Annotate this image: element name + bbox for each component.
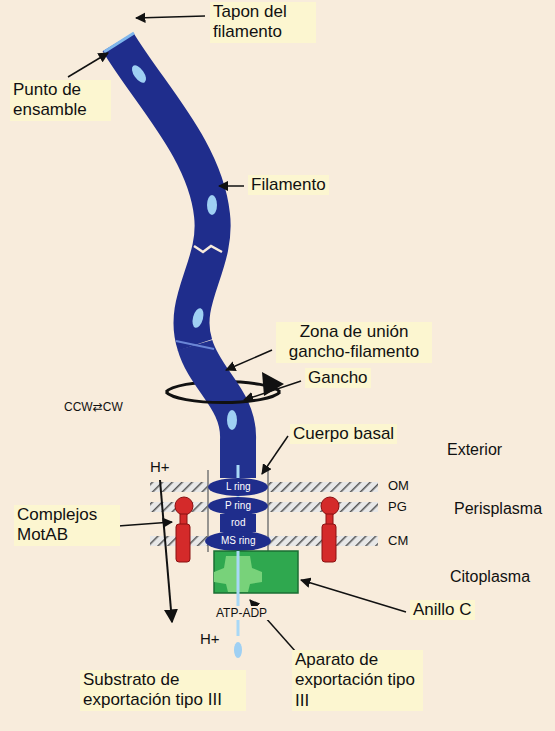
- part-label: Anillo C: [410, 600, 475, 620]
- motab-complexes: [175, 497, 339, 562]
- part-label: Filamento: [248, 175, 329, 195]
- part-label: Substrato de exportación tipo III: [80, 670, 246, 711]
- part-label: Cuerpo basal: [290, 424, 397, 444]
- hook-filament-junction: [176, 341, 214, 349]
- filament: [118, 42, 213, 345]
- ring-label: MS ring: [221, 536, 255, 546]
- layer-label: OM: [386, 478, 411, 494]
- ion-label: H+: [198, 630, 222, 648]
- rotation-label: CCW⇄CW: [62, 400, 125, 414]
- export-substrate: [234, 642, 242, 658]
- part-label: Zona de unión gancho-filamento: [276, 322, 432, 363]
- reaction-label: ATP-ADP: [214, 606, 269, 620]
- c-ring: [214, 551, 298, 593]
- export-channel: [237, 551, 240, 594]
- basal-body: [205, 478, 271, 551]
- layer-label: PG: [386, 499, 409, 515]
- part-label: Complejos MotAB: [14, 505, 120, 546]
- proton-arrow: [160, 480, 172, 622]
- ion-label: H+: [148, 458, 172, 476]
- ring-label: rod: [231, 518, 245, 528]
- subunits: [129, 63, 237, 430]
- ring-label: L ring: [226, 482, 251, 492]
- part-label: Punto de ensamble: [10, 80, 111, 121]
- part-label: Tapon del filamento: [210, 2, 316, 43]
- layer-label: CM: [386, 533, 410, 549]
- filament-cap: [104, 33, 134, 52]
- part-label: Aparato de exportación tipo III: [292, 650, 423, 711]
- hook: [195, 345, 238, 478]
- region-label: Exterior: [445, 440, 504, 459]
- break-mark: [194, 246, 222, 252]
- region-label: Citoplasma: [448, 567, 532, 586]
- part-label: Gancho: [305, 368, 371, 388]
- ring-label: P ring: [225, 501, 251, 511]
- region-label: Perisplasma: [452, 499, 544, 518]
